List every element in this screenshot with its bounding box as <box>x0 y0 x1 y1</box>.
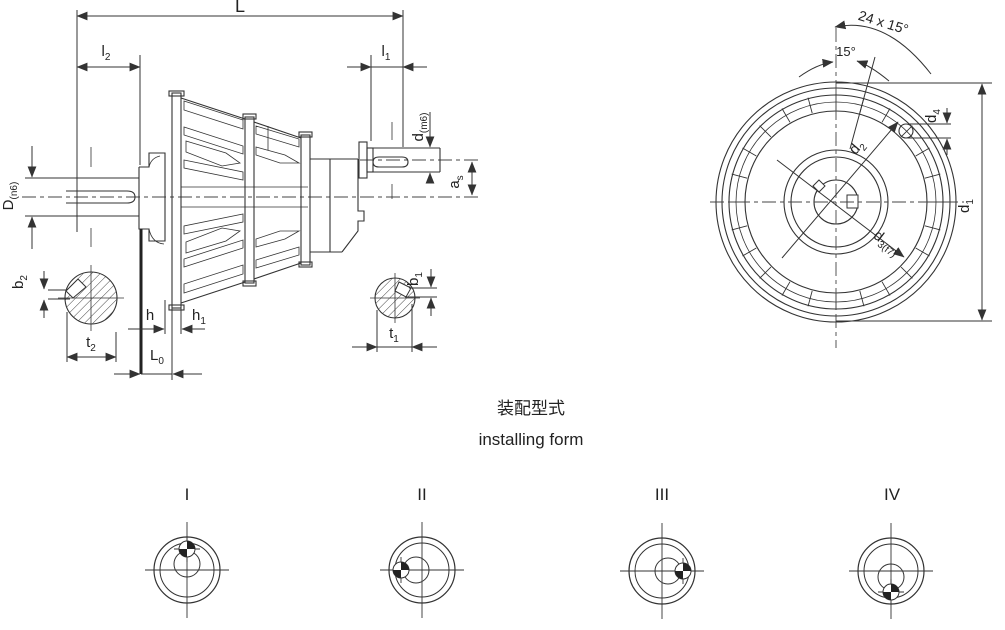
installing-form-ii <box>380 522 464 618</box>
dim-label-l2: l2 <box>102 43 111 63</box>
front-view-centerlines <box>710 28 964 348</box>
installing-form-i <box>145 522 229 618</box>
dim-label-d3: d3(f7) <box>868 227 903 260</box>
installing-form-label-4: IV <box>884 485 901 504</box>
installing-form-label-1: I <box>185 485 190 504</box>
dim-label-t1: t1 <box>389 325 399 345</box>
hub-keyway <box>846 194 859 209</box>
gear-blades <box>181 100 308 294</box>
dim-label-l1: l1 <box>382 43 391 63</box>
dim-label-d4: d4 <box>923 109 943 123</box>
installing-form-title-zh: 装配型式 <box>497 399 565 418</box>
label-angle-15: 15° <box>836 44 856 59</box>
installing-form-diagrams <box>145 522 933 619</box>
installing-form-label-2: II <box>417 485 426 504</box>
dim-label-D-n6: D(n6) <box>0 182 20 211</box>
dim-label-d1: d1 <box>956 199 976 213</box>
dim-label-h: h <box>146 307 154 324</box>
front-view-dimensions <box>776 20 992 322</box>
bolt-circle-ticks <box>728 94 944 310</box>
installing-form-title-en: installing form <box>479 430 584 449</box>
output-shaft-section <box>48 265 124 331</box>
centerlines <box>22 122 478 247</box>
dim-label-t2: t2 <box>86 334 96 354</box>
installing-form-iv <box>849 523 933 619</box>
side-view-dimensions <box>27 10 477 380</box>
dim-label-d2: d2 <box>846 136 871 160</box>
gearbox-body <box>25 90 441 374</box>
dim-label-d-m6: d(m6) <box>410 113 430 142</box>
dim-label-b1: b1 <box>405 272 425 286</box>
input-shaft-section <box>370 273 437 323</box>
dim-label-as: as <box>446 175 466 188</box>
front-view: 24 x 15° 15° d4 d2 d1 d3(f7) <box>710 7 992 348</box>
installing-form-label-3: III <box>655 485 669 504</box>
dim-label-h1: h1 <box>192 307 206 327</box>
installing-form-section: 装配型式 installing form I II III IV <box>145 399 933 619</box>
keyway-diamond <box>812 179 826 193</box>
side-view: L l2 l1 d(m6) as D(n6) b2 t2 h h1 L0 b1 … <box>0 0 478 380</box>
installing-form-iii <box>620 523 704 619</box>
dim-label-b2: b2 <box>10 275 30 289</box>
dim-label-L: L <box>235 0 245 16</box>
dim-label-L0: L0 <box>150 347 164 367</box>
bolt-hole <box>898 123 914 139</box>
